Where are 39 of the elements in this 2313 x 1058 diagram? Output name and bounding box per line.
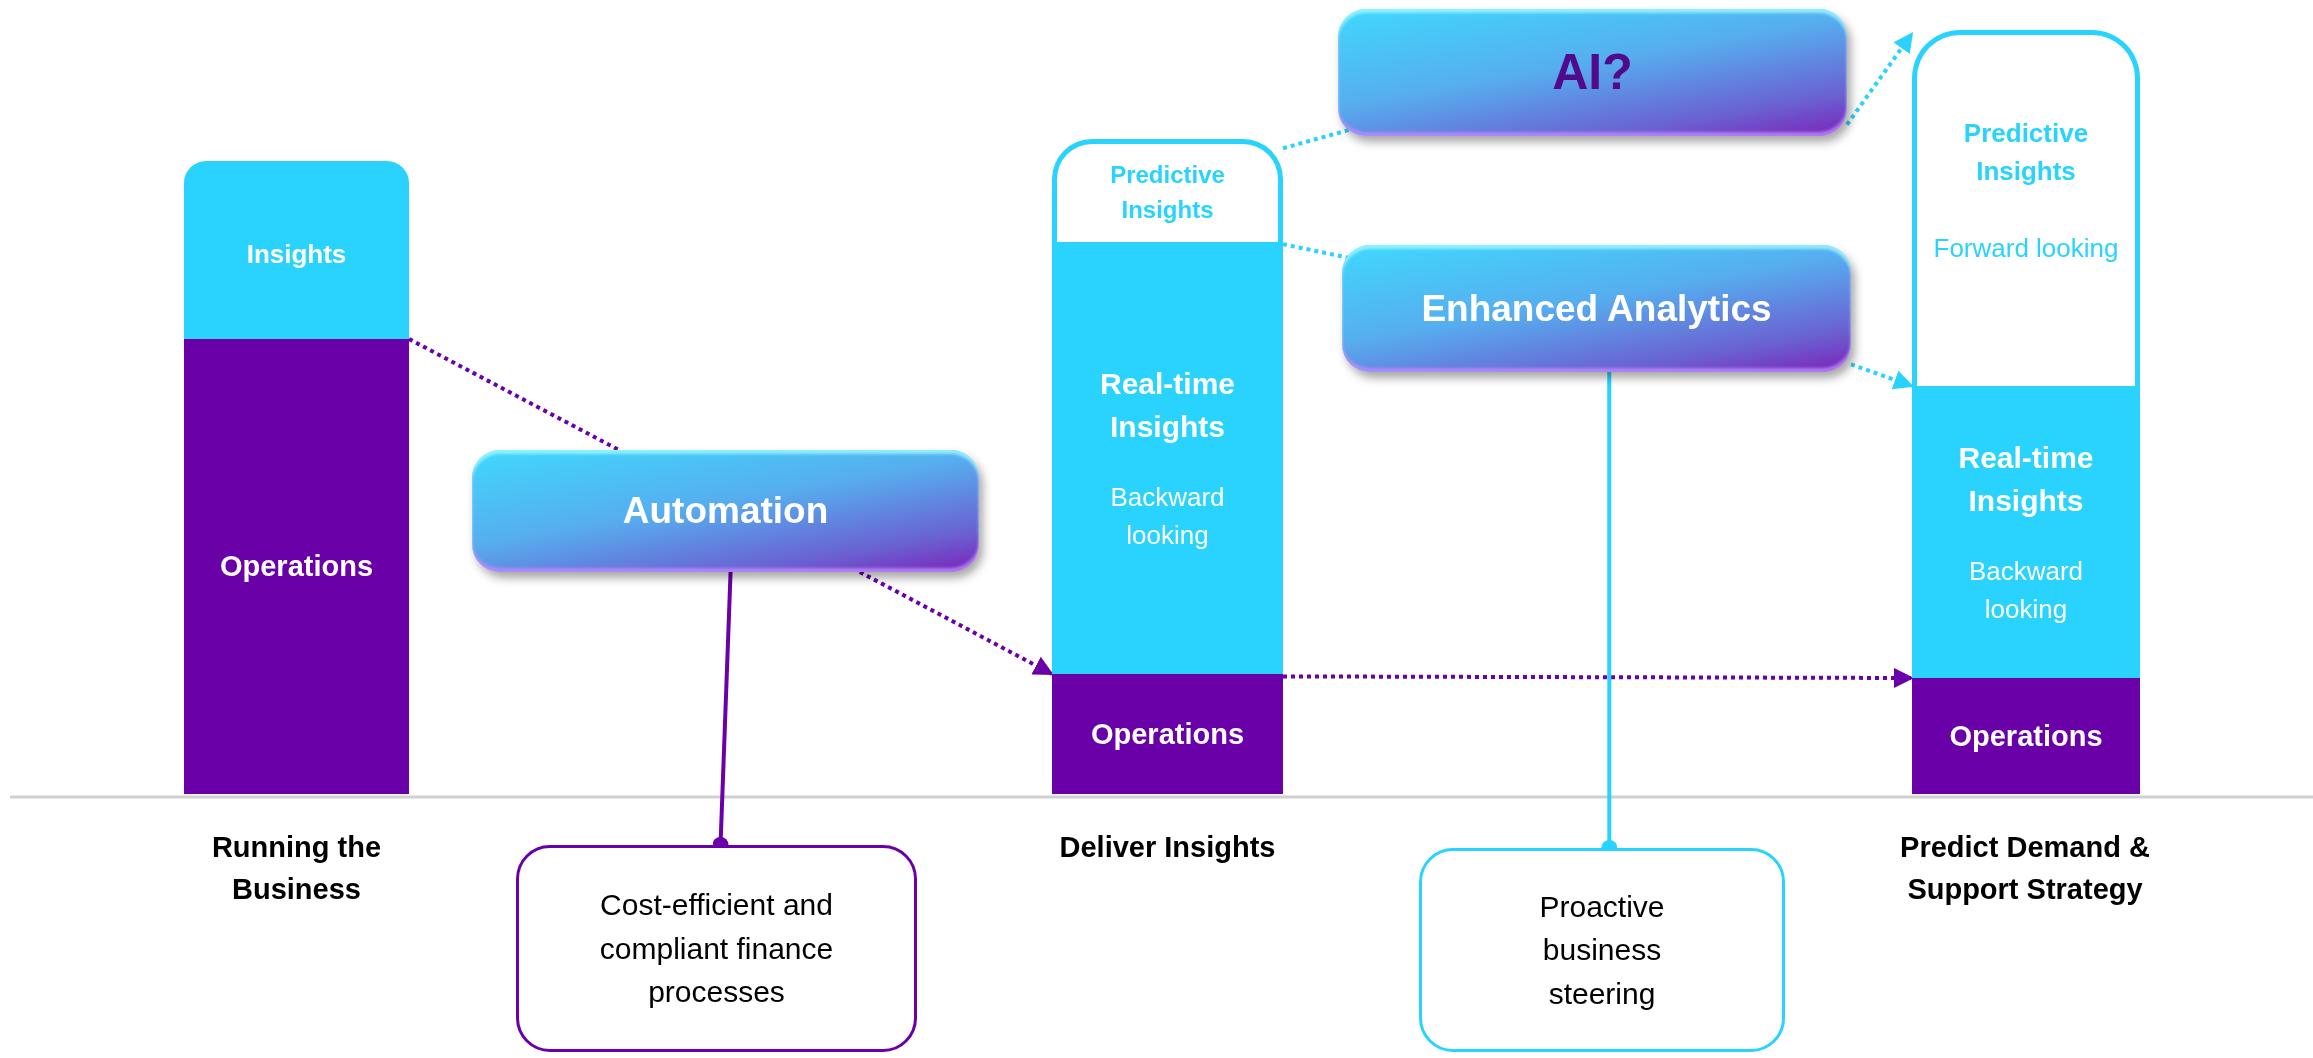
- dotted-arrow: [858, 570, 1054, 676]
- dotted-line: [408, 337, 620, 452]
- callout-box: [1419, 848, 1785, 1052]
- bar-segment: [1052, 674, 1283, 794]
- rounded-button-box: [1338, 9, 1847, 136]
- dotted-arrow: [1850, 362, 1914, 390]
- segment-title: Real-time Insights: [1957, 439, 2095, 520]
- rounded-button-box: [472, 450, 979, 572]
- column-caption: Predict Demand & Support Strategy: [1900, 830, 2150, 908]
- segment-title: Operations: [219, 549, 374, 585]
- segment-title: Real-time Insights: [1098, 365, 1236, 446]
- segment-note: Forward looking: [1933, 232, 2119, 266]
- dotted-arrow: [1845, 31, 1914, 126]
- dotted-line: [1282, 127, 1351, 151]
- bar-segment: [1052, 242, 1283, 674]
- dotted-line: [1282, 242, 1349, 260]
- bar-segment: [184, 339, 409, 794]
- rounded-button-box: [1342, 245, 1851, 372]
- bar-segment: [184, 161, 409, 339]
- outlined-bar-segment: [1052, 139, 1283, 242]
- column-caption: Running the Business: [210, 830, 383, 908]
- segment-title: Predictive Insights: [1109, 160, 1226, 225]
- segment-title: Operations: [1949, 718, 2103, 754]
- button-label: AI?: [1552, 43, 1633, 103]
- segment-title: Insights: [246, 238, 347, 271]
- outlined-bar-segment: [1912, 30, 2140, 386]
- bar-segment: [1912, 386, 2140, 678]
- segment-note: Backward looking: [1967, 554, 2085, 626]
- bar-segment: [1912, 678, 2140, 794]
- column-caption: Deliver Insights: [1058, 830, 1277, 865]
- callout-text: Proactive business steering: [1538, 888, 1666, 1012]
- segment-note: Backward looking: [1109, 480, 1226, 552]
- dotted-arrow: [1283, 667, 1914, 688]
- segment-title: Predictive Insights: [1962, 117, 2090, 188]
- button-label: Enhanced Analytics: [1421, 286, 1772, 331]
- callout-box: [516, 845, 917, 1052]
- segment-title: Operations: [1090, 716, 1245, 752]
- button-label: Automation: [622, 489, 829, 534]
- callout-text: Cost-efficient and compliant finance processes: [598, 887, 835, 1011]
